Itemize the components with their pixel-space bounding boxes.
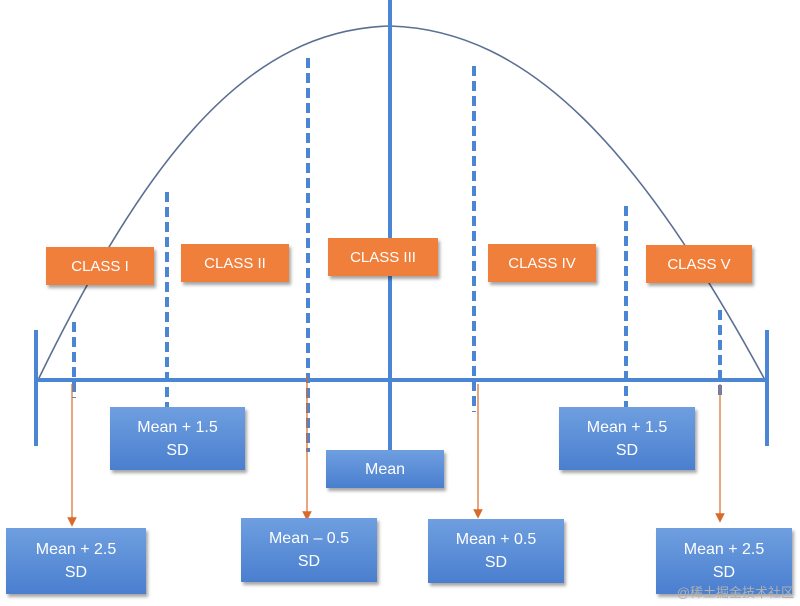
mean-label: Mean [364,460,406,478]
sd-lower-mid-right-label: Mean + 0.5 SD [455,531,537,571]
watermark: @稀土掘金技术社区 [676,585,794,600]
class-i-label: CLASS I [71,257,129,275]
sd-lower-far-left-label: Mean + 2.5 SD [35,541,117,581]
class-iii-label: CLASS III [350,248,416,266]
sd-box-lower-far-right: Mean + 2.5 SD [656,528,792,594]
class-i-box: CLASS I [46,247,154,285]
sd-box-mean: Mean [326,450,444,488]
class-v-box: CLASS V [646,245,752,283]
bell-curve [37,25,766,381]
sd-lower-mid-left-label: Mean – 0.5 SD [268,530,350,570]
class-iv-box: CLASS IV [488,244,596,282]
sd-upper-right-label: Mean + 1.5 SD [586,418,668,459]
sd-box-upper-right: Mean + 1.5 SD [559,407,695,470]
sd-lower-far-right-label: Mean + 2.5 SD [683,541,765,581]
class-ii-box: CLASS II [181,244,289,282]
class-iii-box: CLASS III [328,238,438,276]
class-v-label: CLASS V [667,255,731,273]
class-ii-label: CLASS II [204,254,266,272]
sd-box-upper-left: Mean + 1.5 SD [110,407,245,470]
sd-box-lower-mid-right: Mean + 0.5 SD [428,519,564,583]
sd-upper-left-label: Mean + 1.5 SD [137,418,218,459]
class-iv-label: CLASS IV [508,254,576,272]
sd-box-lower-far-left: Mean + 2.5 SD [6,528,146,594]
sd-box-lower-mid-left: Mean – 0.5 SD [241,518,377,582]
